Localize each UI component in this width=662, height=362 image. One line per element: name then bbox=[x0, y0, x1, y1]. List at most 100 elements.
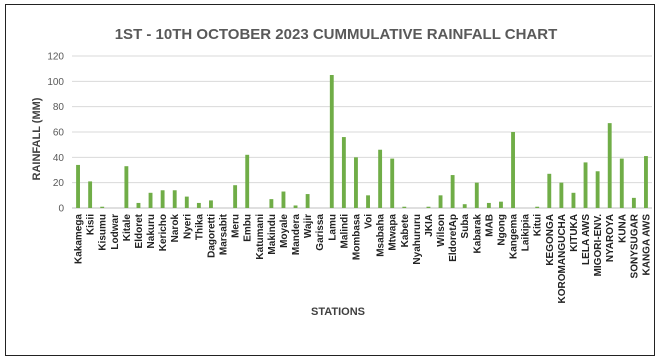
gridlines bbox=[72, 55, 652, 209]
bar-mombasa bbox=[354, 157, 358, 208]
bar-mandera bbox=[293, 205, 298, 208]
bar-lela-aws bbox=[583, 162, 588, 208]
bar-jkia bbox=[426, 206, 431, 208]
x-tick-label: KITUKA bbox=[569, 214, 580, 252]
bar-wilson bbox=[438, 195, 443, 208]
x-tick-label: Laikipia bbox=[521, 214, 532, 252]
x-tick-label: Nyahururu bbox=[412, 214, 423, 265]
x-tick-label: Wilson bbox=[436, 214, 447, 247]
bar-eldoret bbox=[136, 202, 141, 208]
bar-kitale bbox=[124, 166, 129, 208]
bar-kegonga bbox=[547, 173, 552, 208]
x-tick-label: Makindu bbox=[267, 214, 278, 255]
x-tick-label: KUNA bbox=[617, 214, 628, 243]
x-tick-label: Thika bbox=[194, 214, 205, 241]
y-tick-label: 20 bbox=[53, 178, 65, 189]
bar-koromangucha bbox=[559, 182, 564, 208]
x-tick-label: Eldoret bbox=[134, 213, 145, 248]
bar-kangema bbox=[511, 132, 515, 208]
bar-kitui bbox=[535, 206, 540, 208]
chart-frame: 1ST - 10TH OCTOBER 2023 CUMMULATIVE RAIN… bbox=[5, 4, 655, 356]
bar-kakamega bbox=[76, 164, 80, 208]
y-tick-label: 100 bbox=[47, 77, 64, 88]
chart-title: 1ST - 10TH OCTOBER 2023 CUMMULATIVE RAIN… bbox=[115, 26, 558, 43]
bar-nyaroya bbox=[607, 123, 612, 208]
bar-suba bbox=[462, 204, 467, 208]
bar-kuna bbox=[619, 158, 624, 208]
x-tick-label: Kitale bbox=[122, 214, 133, 242]
bar-sonysugar bbox=[631, 197, 636, 208]
x-tick-label: JKIA bbox=[424, 214, 435, 237]
bar-kituka bbox=[571, 192, 576, 208]
x-tick-label: KEGONGA bbox=[545, 214, 556, 266]
x-tick-label: EldoretAp bbox=[448, 214, 459, 262]
x-tick-label: Kabete bbox=[400, 214, 411, 248]
y-tick-label: 80 bbox=[53, 102, 65, 113]
y-tick-label: 120 bbox=[47, 52, 64, 63]
x-tick-label: Lamu bbox=[327, 214, 338, 241]
x-tick-label: Kericho bbox=[158, 214, 169, 251]
x-tick-label: Kabarak bbox=[472, 214, 483, 254]
x-tick-label: LELA AWS bbox=[581, 214, 592, 265]
x-tick-label: Marsabit bbox=[219, 213, 230, 255]
x-tick-label: Kisumu bbox=[98, 214, 109, 251]
bar-makindu bbox=[269, 199, 274, 208]
bar-migori-env- bbox=[595, 171, 600, 208]
x-tick-label: Suba bbox=[460, 214, 471, 239]
bars bbox=[76, 75, 648, 208]
bar-thika bbox=[196, 202, 201, 208]
y-tick-label: 0 bbox=[58, 204, 64, 215]
x-tick-label: Meru bbox=[231, 214, 242, 238]
x-tick-label: Dagoretti bbox=[206, 214, 217, 258]
bar-msabaha bbox=[378, 149, 383, 208]
x-tick-label: Malindi bbox=[339, 214, 350, 249]
y-tick-label: 60 bbox=[53, 128, 65, 139]
bar-kabarak bbox=[474, 182, 479, 208]
bar-eldoretap bbox=[450, 175, 455, 208]
x-tick-label: Narok bbox=[170, 214, 181, 243]
x-tick-label: Msabaha bbox=[376, 214, 387, 257]
bar-kericho bbox=[160, 190, 165, 208]
bar-lamu bbox=[329, 75, 334, 208]
x-tick-label: SONYSUGAR bbox=[629, 213, 640, 278]
x-tick-label: Kakamega bbox=[74, 214, 85, 264]
rainfall-bar-chart: 1ST - 10TH OCTOBER 2023 CUMMULATIVE RAIN… bbox=[31, 26, 653, 318]
x-tick-label: Mtwapa bbox=[388, 214, 399, 251]
bar-voi bbox=[366, 195, 370, 208]
x-tick-label: Voi bbox=[364, 214, 375, 229]
x-tick-label: Nyeri bbox=[182, 214, 193, 239]
x-tick-label: Kisii bbox=[86, 214, 97, 235]
bar-nakuru bbox=[148, 192, 153, 208]
x-tick-label: Kangema bbox=[509, 214, 520, 259]
x-tick-label: Lodwar bbox=[110, 214, 121, 250]
x-tick-label: Mombasa bbox=[351, 214, 362, 261]
x-tick-label: Wajir bbox=[303, 214, 314, 238]
x-tick-label: Kitui bbox=[533, 214, 544, 236]
bar-kisii bbox=[88, 181, 93, 208]
x-tick-label: NYAROYA bbox=[605, 214, 616, 262]
bar-malindi bbox=[341, 137, 346, 208]
bar-kisumu bbox=[100, 206, 105, 208]
bar-narok bbox=[172, 190, 177, 208]
bar-ngong bbox=[499, 201, 503, 208]
bar-mtwapa bbox=[390, 158, 395, 208]
x-tick-label: Garissa bbox=[315, 214, 326, 251]
x-tick-label: Ngong bbox=[496, 214, 507, 246]
bar-moyale bbox=[281, 191, 286, 208]
x-tick-label: Embu bbox=[243, 214, 254, 242]
bar-wajir bbox=[305, 194, 310, 208]
bar-embu bbox=[245, 154, 250, 208]
bar-kabete bbox=[402, 206, 407, 208]
x-tick-label: KOROMANGUCHA bbox=[557, 214, 568, 303]
x-tick-label: Moyale bbox=[279, 214, 290, 248]
x-tick-label: Nakuru bbox=[146, 214, 157, 248]
bar-dagoretti bbox=[209, 200, 213, 208]
bar-meru bbox=[233, 185, 238, 208]
x-tick-label: MAB bbox=[484, 214, 495, 237]
x-tick-label: KANGA AWS bbox=[641, 214, 652, 276]
bar-nyeri bbox=[184, 196, 189, 208]
x-tick-label: Mandera bbox=[291, 214, 302, 256]
x-axis-title: STATIONS bbox=[311, 306, 365, 318]
